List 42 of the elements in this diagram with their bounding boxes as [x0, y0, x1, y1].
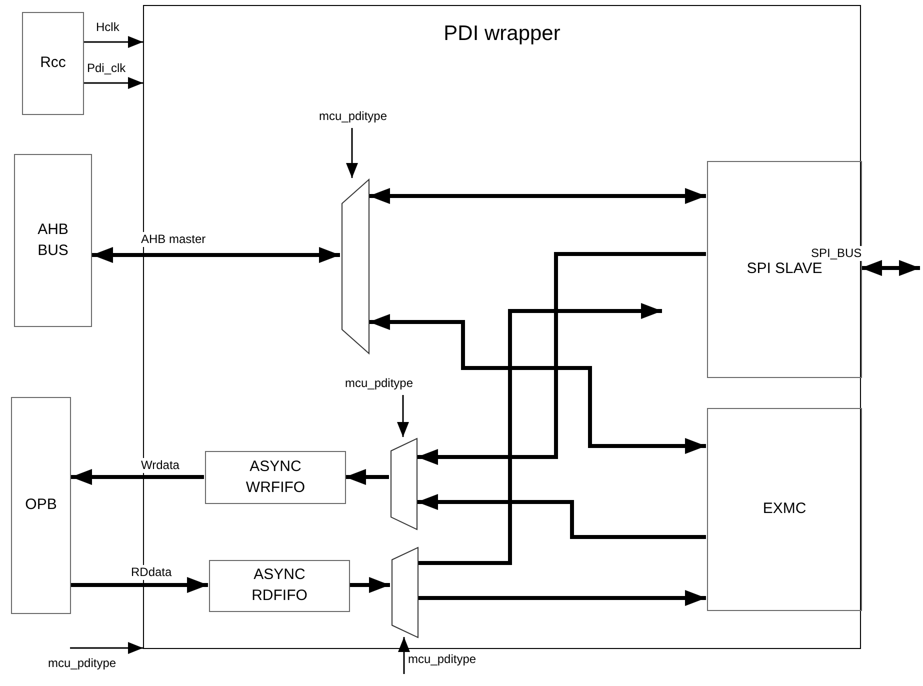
edge-label: Pdi_clk [86, 61, 127, 76]
arrow [417, 494, 706, 539]
module-label: ASYNC WRFIFO [244, 456, 306, 498]
module-box [707, 161, 862, 378]
module-label: SPI SLAVE [746, 260, 824, 280]
arrow [84, 36, 143, 48]
edge-label: Wrdata [140, 458, 180, 473]
arrow [417, 252, 706, 465]
signal-label: mcu_pditype [404, 652, 496, 674]
arrow [92, 247, 340, 263]
module-box [209, 560, 350, 612]
arrow [398, 637, 410, 674]
module-box [11, 397, 71, 614]
arrow [418, 590, 706, 606]
edge-label: SPI_BUS [810, 246, 863, 261]
arrow [70, 642, 143, 654]
arrow [369, 188, 706, 204]
wrapper-title: PDI wrapper [442, 21, 562, 47]
module-box [707, 408, 862, 611]
signal-label: mcu_pditype [335, 376, 423, 396]
arrow [861, 260, 920, 276]
module-label: OPB [25, 495, 57, 516]
module-label: Rcc [40, 53, 66, 74]
arrow [346, 128, 358, 178]
signal-label: mcu_pditype [48, 648, 138, 674]
signal-label: mcu_pditype [309, 109, 397, 129]
edge-label: AHB master [140, 232, 207, 247]
arrow [418, 303, 662, 565]
module-box [22, 12, 84, 115]
arrow [84, 77, 143, 89]
module-label: EXMC [762, 499, 808, 520]
arrow [397, 395, 409, 437]
arrow [369, 314, 706, 454]
edge-label: RDdata [130, 565, 173, 580]
arrow [349, 577, 390, 593]
arrow [71, 469, 204, 485]
arrow [345, 469, 389, 485]
module-box [14, 154, 92, 327]
module-label: AHB BUS [38, 220, 68, 260]
module-label: ASYNC RDFIFO [250, 565, 308, 606]
arrow [71, 577, 208, 593]
module-box [205, 451, 346, 504]
